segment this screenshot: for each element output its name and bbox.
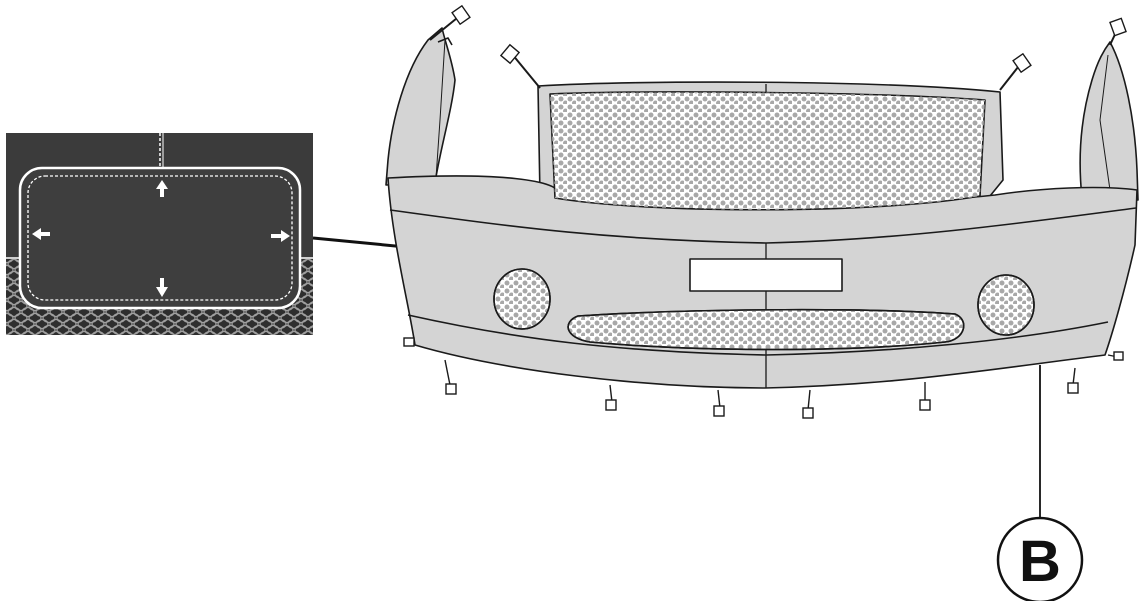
- arrow-right-icon: [271, 230, 290, 242]
- callout-b-label: B: [1019, 529, 1061, 594]
- license-plate-cutout: [689, 258, 843, 292]
- attachment-straps: [403, 4, 1127, 419]
- right-corner-flap: [1079, 41, 1139, 201]
- arrow-down-icon: [156, 278, 168, 297]
- zoom-inset: [6, 133, 313, 335]
- bumper-bra: [385, 27, 1139, 389]
- arrow-up-icon: [156, 180, 168, 197]
- arrow-left-icon: [32, 228, 50, 240]
- callout-b-circle: [996, 516, 1084, 601]
